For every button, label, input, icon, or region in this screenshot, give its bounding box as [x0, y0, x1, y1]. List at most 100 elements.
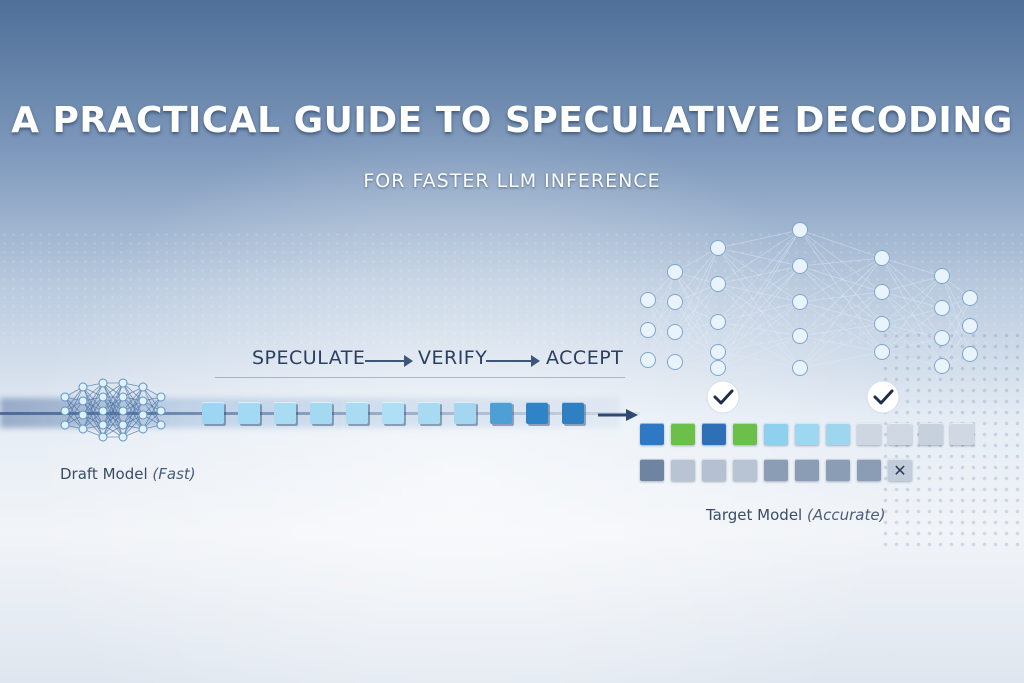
token-block — [764, 459, 788, 481]
token-block — [671, 423, 695, 445]
network-node — [118, 392, 128, 402]
network-node — [792, 294, 808, 310]
network-edge — [82, 400, 104, 438]
network-edge — [82, 382, 104, 430]
network-node — [60, 392, 70, 402]
network-edge — [941, 307, 971, 355]
page-subtitle: FOR FASTER LLM INFERENCE — [363, 170, 661, 192]
network-node — [640, 292, 656, 308]
network-edge — [674, 247, 719, 273]
network-node — [60, 420, 70, 430]
network-node — [792, 222, 808, 238]
network-node — [667, 294, 683, 310]
token-block — [950, 423, 974, 445]
network-edge — [799, 229, 883, 259]
token-block — [733, 459, 757, 481]
network-node — [710, 344, 726, 360]
network-edge — [941, 297, 971, 339]
network-edge — [102, 382, 124, 426]
draft-network-icon — [60, 378, 166, 442]
token-block — [202, 402, 224, 424]
network-node — [667, 354, 683, 370]
network-edge — [64, 386, 84, 426]
stage-speculate: SPECULATE — [252, 347, 366, 369]
network-edge — [717, 265, 801, 285]
network-edge — [122, 386, 144, 426]
token-block — [274, 402, 296, 424]
network-edge — [717, 335, 801, 369]
arrow-icon — [598, 409, 638, 421]
network-edge — [799, 257, 883, 267]
network-edge — [799, 291, 883, 337]
token-block — [857, 423, 881, 445]
network-node — [792, 258, 808, 274]
network-edge — [717, 229, 801, 353]
network-node — [792, 360, 808, 376]
network-edge — [102, 410, 124, 438]
network-node — [98, 406, 108, 416]
network-edge — [799, 229, 883, 353]
token-block — [526, 402, 548, 424]
network-edge — [717, 247, 801, 337]
network-edge — [881, 257, 943, 309]
network-edge — [881, 291, 943, 339]
network-edge — [881, 307, 943, 325]
token-block — [826, 459, 850, 481]
network-edge — [881, 257, 943, 367]
network-edge — [799, 291, 883, 369]
network-node — [874, 344, 890, 360]
network-node — [962, 290, 978, 306]
network-edge — [82, 382, 104, 416]
token-block — [490, 402, 512, 424]
network-edge — [941, 297, 971, 367]
network-edge — [717, 229, 801, 369]
token-block — [382, 402, 404, 424]
network-edge — [647, 271, 676, 361]
network-edge — [941, 275, 971, 355]
network-node — [118, 420, 128, 430]
network-edge — [717, 265, 801, 369]
network-edge — [717, 351, 801, 369]
network-edge — [122, 386, 144, 412]
network-edge — [717, 335, 801, 353]
network-edge — [82, 396, 104, 430]
token-block — [919, 423, 943, 445]
network-edge — [799, 257, 883, 369]
network-edge — [122, 386, 144, 438]
token-block — [310, 402, 332, 424]
target-network-icon — [640, 222, 978, 376]
network-node — [98, 432, 108, 442]
network-edge — [717, 321, 801, 369]
network-node — [98, 378, 108, 388]
network-node — [98, 392, 108, 402]
network-node — [78, 410, 88, 420]
network-node — [640, 352, 656, 368]
network-edge — [674, 271, 719, 323]
token-block — [238, 402, 260, 424]
network-node — [98, 420, 108, 430]
network-node — [138, 396, 148, 406]
network-edge — [717, 229, 801, 285]
network-edge — [799, 335, 883, 353]
network-node — [934, 330, 950, 346]
network-edge — [799, 351, 883, 369]
network-node — [710, 276, 726, 292]
page-title: A PRACTICAL GUIDE TO SPECULATIVE DECODIN… — [11, 100, 1013, 141]
token-block — [795, 459, 819, 481]
check-icon — [706, 380, 740, 414]
network-node — [962, 318, 978, 334]
token-block — [888, 423, 912, 445]
network-node — [874, 316, 890, 332]
network-edge — [647, 301, 676, 361]
network-edge — [717, 283, 801, 337]
network-node — [792, 328, 808, 344]
token-block — [702, 423, 726, 445]
network-edge — [799, 265, 883, 293]
network-edge — [717, 265, 801, 323]
check-icon — [866, 380, 900, 414]
network-edge — [717, 265, 801, 353]
network-node — [118, 432, 128, 442]
network-edge — [881, 323, 943, 339]
network-edge — [674, 321, 719, 363]
token-block — [733, 423, 757, 445]
